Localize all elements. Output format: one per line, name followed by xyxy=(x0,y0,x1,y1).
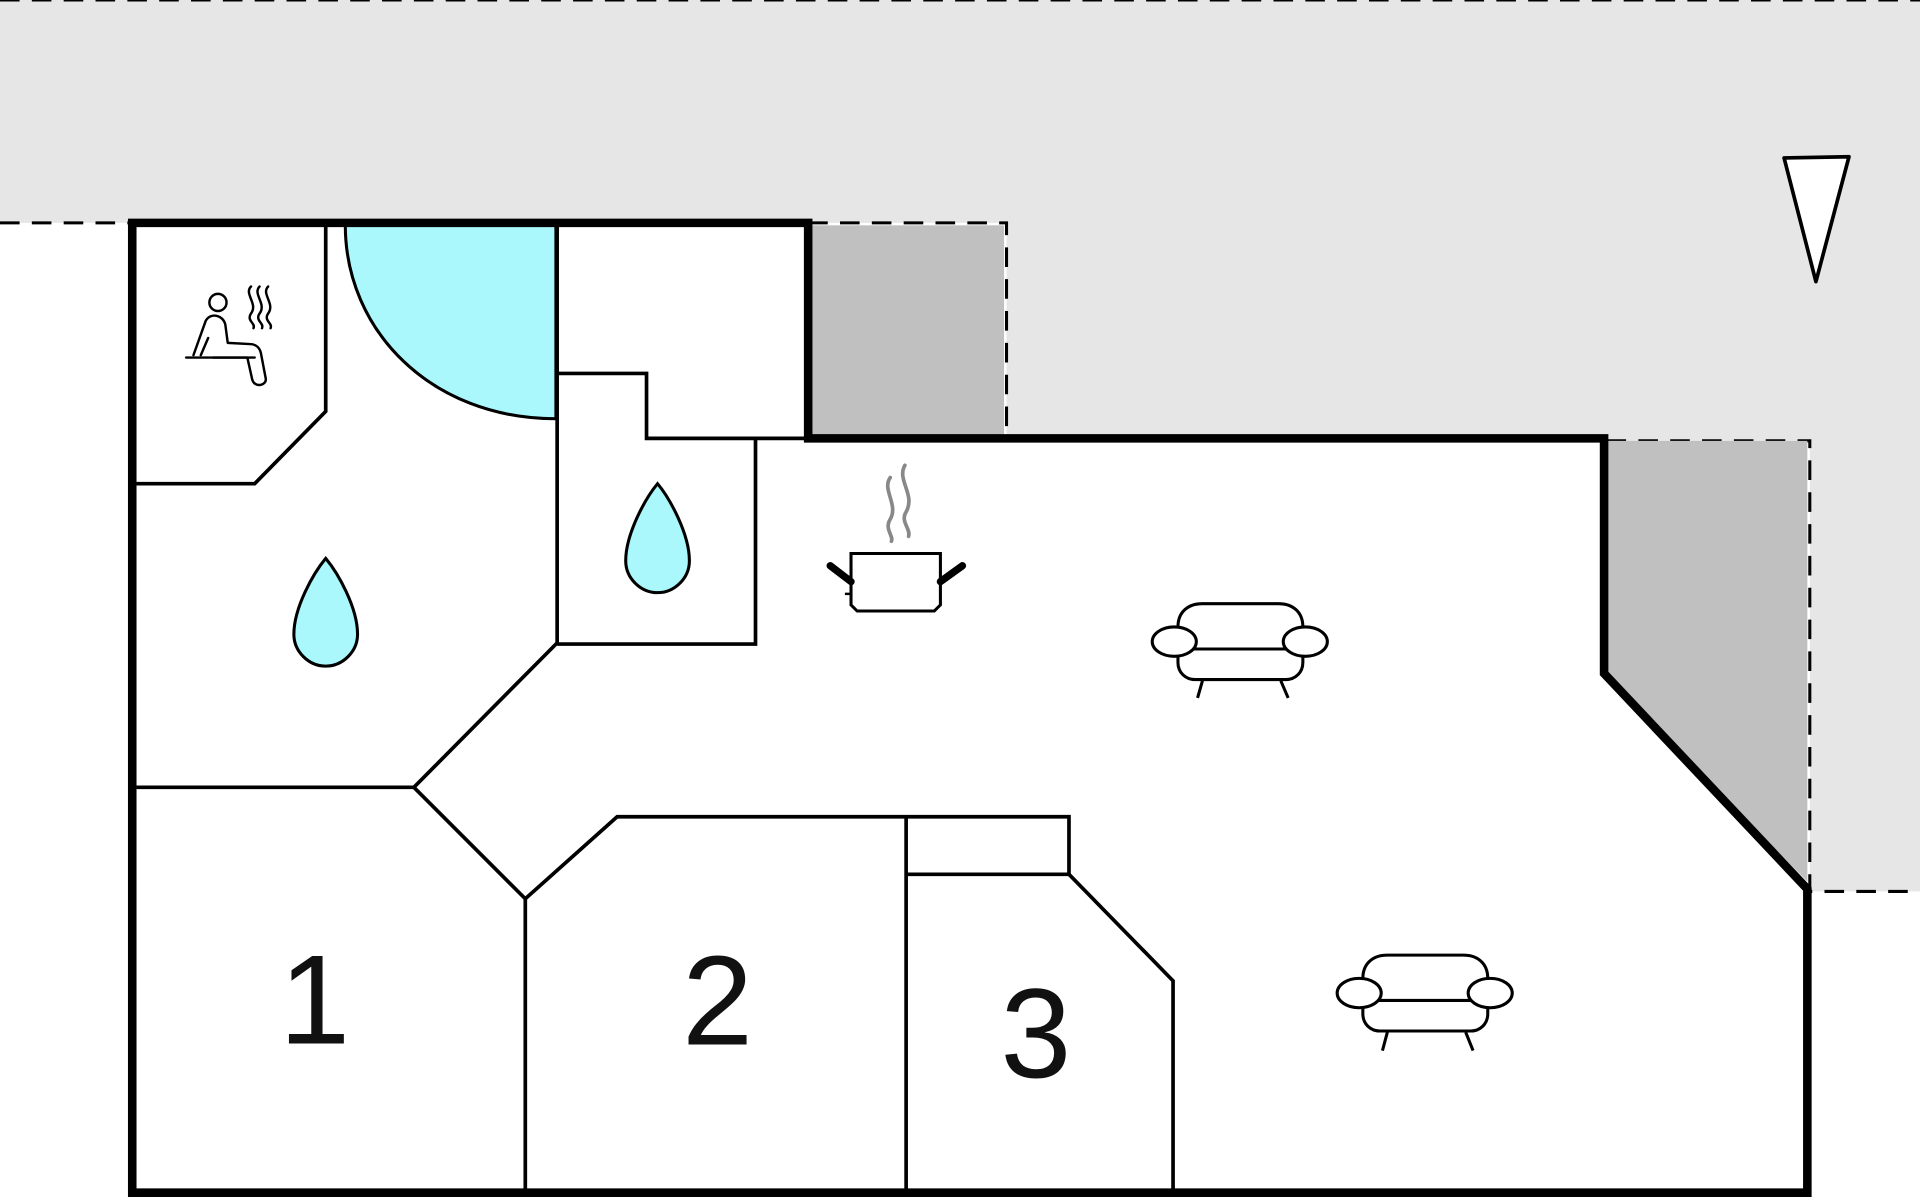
sauna-icon xyxy=(184,285,273,387)
bedroom-3-wall xyxy=(1067,873,1175,1191)
covered-terrace-upper xyxy=(810,225,1005,436)
bedroom-2-wall xyxy=(412,786,1071,902)
outer-walls xyxy=(127,218,1812,1197)
covered-terrace-right xyxy=(1604,440,1808,882)
bedroom-3-label: 3 xyxy=(1001,963,1072,1105)
interior-floor xyxy=(132,222,1808,1193)
water-drop-icon xyxy=(292,555,360,668)
sauna-wall xyxy=(134,225,328,486)
sofa-icon xyxy=(1150,602,1329,699)
bedroom-2-label: 2 xyxy=(682,929,753,1071)
terrace-border-upper xyxy=(808,221,1009,436)
closet-wall xyxy=(557,371,806,441)
bathroom-2-wall xyxy=(557,438,758,646)
water-drop-icon xyxy=(624,481,691,595)
bedroom-1-label: 1 xyxy=(279,928,350,1070)
cooking-pot-icon xyxy=(826,463,967,613)
pool xyxy=(343,223,558,421)
north-arrow-icon xyxy=(1782,154,1851,284)
inner-walls xyxy=(134,225,1175,1191)
sofa-icon xyxy=(1335,953,1514,1052)
